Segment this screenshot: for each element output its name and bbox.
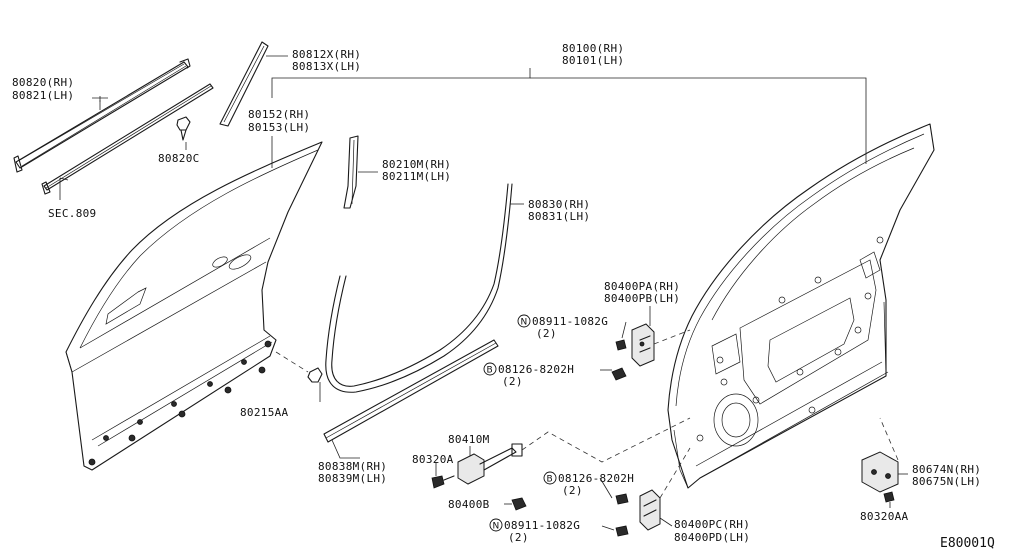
label-80210-rh: 80210M(RH) bbox=[382, 158, 451, 171]
bolt-80400b-part bbox=[511, 497, 527, 511]
label-80830-lh: 80831(LH) bbox=[528, 210, 590, 223]
n08911-top-symbol: N bbox=[521, 318, 528, 328]
n08911-bottom-code: 08911-1082G bbox=[504, 519, 580, 532]
label-n08911-bottom: N 08911-1082G (2) bbox=[489, 518, 580, 544]
upper-hinge-part bbox=[611, 323, 655, 381]
label-80400pa: 80400PA(RH) 80400PB(LH) bbox=[604, 280, 680, 305]
b08126-top-qty: (2) bbox=[502, 375, 523, 388]
label-80820: 80820(RH) 80821(LH) bbox=[12, 76, 74, 102]
label-80400b: 80400B bbox=[448, 498, 490, 511]
label-80400pa-lh: 80400PB(LH) bbox=[604, 292, 680, 305]
leader-lines bbox=[59, 55, 908, 531]
label-80320aa: 80320AA bbox=[860, 510, 909, 523]
label-80820-rh: 80820(RH) bbox=[12, 76, 74, 89]
label-80400pa-rh: 80400PA(RH) bbox=[604, 280, 680, 293]
panel-clips bbox=[88, 340, 272, 466]
label-80152-lh: 80153(LH) bbox=[248, 121, 310, 134]
bolt-symbol-circle bbox=[483, 362, 497, 376]
door-shell-holes bbox=[696, 236, 884, 442]
b08126-top-code: 08126-8202H bbox=[498, 363, 574, 376]
label-80838-rh: 80838M(RH) bbox=[318, 460, 387, 473]
label-80410m: 80410M bbox=[448, 433, 490, 446]
label-80838-lh: 80839M(LH) bbox=[318, 472, 387, 485]
door-weatherstrip-part bbox=[325, 183, 513, 393]
label-80830-rh: 80830(RH) bbox=[528, 198, 590, 211]
clip-80215aa-part bbox=[307, 367, 323, 383]
n08911-top-qty: (2) bbox=[536, 327, 557, 340]
label-80210-lh: 80211M(LH) bbox=[382, 170, 451, 183]
label-80830: 80830(RH) 80831(LH) bbox=[528, 198, 590, 223]
b08126-bottom-symbol: B bbox=[547, 475, 553, 485]
label-80100-rh: 80100(RH) bbox=[562, 42, 624, 55]
inner-moulding-strip-part bbox=[41, 83, 214, 195]
sash-seal-part bbox=[343, 135, 359, 209]
label-80152: 80152(RH) 80153(LH) bbox=[248, 108, 310, 134]
n08911-bottom-symbol: N bbox=[493, 522, 500, 532]
label-80400pc-rh: 80400PC(RH) bbox=[674, 518, 750, 531]
label-80820c: 80820C bbox=[158, 152, 200, 165]
door-check-part bbox=[457, 443, 523, 485]
striker-bracket-part bbox=[861, 451, 899, 503]
b08126-bottom-qty: (2) bbox=[562, 484, 583, 497]
label-b08126-top: B 08126-8202H (2) bbox=[483, 362, 574, 388]
lower-hinge-part bbox=[615, 489, 661, 537]
label-80812-lh: 80813X(LH) bbox=[292, 60, 361, 73]
b08126-top-symbol: B bbox=[487, 366, 493, 376]
n08911-top-code: 08911-1082G bbox=[532, 315, 608, 328]
corner-moulding-part bbox=[219, 41, 269, 127]
weatherstrip-outer-part bbox=[13, 58, 191, 173]
label-b08126-bottom: B 08126-8202H (2) bbox=[543, 471, 634, 497]
label-sec809: SEC.809 bbox=[48, 207, 96, 220]
clip-80820c-part bbox=[176, 116, 191, 141]
label-80100: 80100(RH) 80101(LH) bbox=[562, 42, 624, 67]
label-80400pc: 80400PC(RH) 80400PD(LH) bbox=[674, 518, 750, 544]
outer-door-panel-part bbox=[65, 141, 323, 471]
label-80100-lh: 80101(LH) bbox=[562, 54, 624, 67]
label-80215aa: 80215AA bbox=[240, 406, 289, 419]
label-80812-rh: 80812X(RH) bbox=[292, 48, 361, 61]
label-80320a: 80320A bbox=[412, 453, 454, 466]
label-80400pc-lh: 80400PD(LH) bbox=[674, 531, 750, 544]
door-shell-part bbox=[667, 123, 935, 489]
label-80674-rh: 80674N(RH) bbox=[912, 463, 981, 476]
diagram-code: E80001Q bbox=[940, 536, 995, 551]
bolt-80320a-part bbox=[431, 475, 455, 489]
n08911-bottom-qty: (2) bbox=[508, 531, 529, 544]
nut-symbol-circle-bottom bbox=[489, 518, 503, 532]
label-80812: 80812X(RH) 80813X(LH) bbox=[292, 48, 361, 73]
nut-symbol-circle bbox=[517, 314, 531, 328]
label-80152-rh: 80152(RH) bbox=[248, 108, 310, 121]
label-80820-lh: 80821(LH) bbox=[12, 89, 74, 102]
label-n08911-top: N 08911-1082G (2) bbox=[517, 314, 608, 340]
bolt-symbol-circle-bottom bbox=[543, 471, 557, 485]
label-80210: 80210M(RH) 80211M(LH) bbox=[382, 158, 451, 183]
label-80838: 80838M(RH) 80839M(LH) bbox=[318, 460, 387, 485]
b08126-bottom-code: 08126-8202H bbox=[558, 472, 634, 485]
label-80674: 80674N(RH) 80675N(LH) bbox=[912, 463, 981, 488]
lower-seal-strip-part bbox=[323, 339, 499, 443]
label-80674-lh: 80675N(LH) bbox=[912, 475, 981, 488]
